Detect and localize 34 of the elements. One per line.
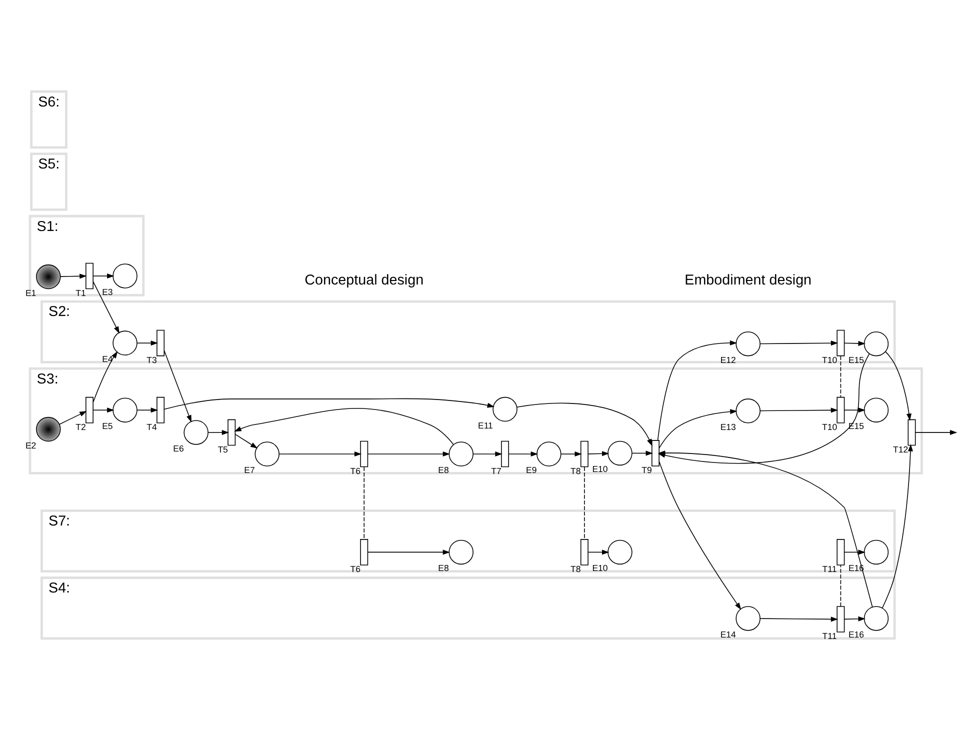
node-label: T6 bbox=[350, 564, 360, 574]
node-label: E6 bbox=[173, 442, 184, 453]
node-label: T5 bbox=[218, 444, 228, 454]
node-label: T11 bbox=[822, 630, 837, 641]
node-label: E10 bbox=[592, 562, 608, 573]
node-label: T7 bbox=[491, 465, 502, 476]
node-label: E9 bbox=[526, 464, 537, 475]
node-label: T10 bbox=[822, 354, 838, 364]
node-label: T8 bbox=[570, 465, 581, 476]
node-label: E11 bbox=[478, 420, 493, 430]
node-label: E13 bbox=[720, 421, 736, 432]
node-label: E7 bbox=[244, 464, 255, 475]
node-label: E3 bbox=[102, 286, 113, 296]
label: Conceptual design bbox=[304, 272, 424, 288]
node-label: T3 bbox=[146, 354, 157, 364]
node-label: E8 bbox=[438, 464, 449, 475]
node-label: T1 bbox=[76, 287, 86, 298]
node-label: E14 bbox=[720, 628, 736, 639]
node-label: E16 bbox=[848, 628, 864, 639]
label: Embodiment design bbox=[684, 272, 812, 288]
node-label: E4 bbox=[102, 354, 113, 364]
node-label: T6 bbox=[350, 465, 360, 476]
node-label: T8 bbox=[570, 564, 581, 574]
node-label: E10 bbox=[592, 464, 608, 474]
node-label: T10 bbox=[822, 421, 838, 432]
node-label: E12 bbox=[720, 354, 736, 364]
node-label: E15 bbox=[848, 354, 864, 364]
node-label: T9 bbox=[642, 464, 652, 475]
node-label: T2 bbox=[76, 421, 86, 432]
node-label: T4 bbox=[146, 421, 157, 432]
node-label: T11 bbox=[822, 564, 837, 574]
node-label: E8 bbox=[438, 562, 449, 573]
node-label: E5 bbox=[102, 420, 113, 431]
node-label: T12 bbox=[893, 444, 908, 454]
